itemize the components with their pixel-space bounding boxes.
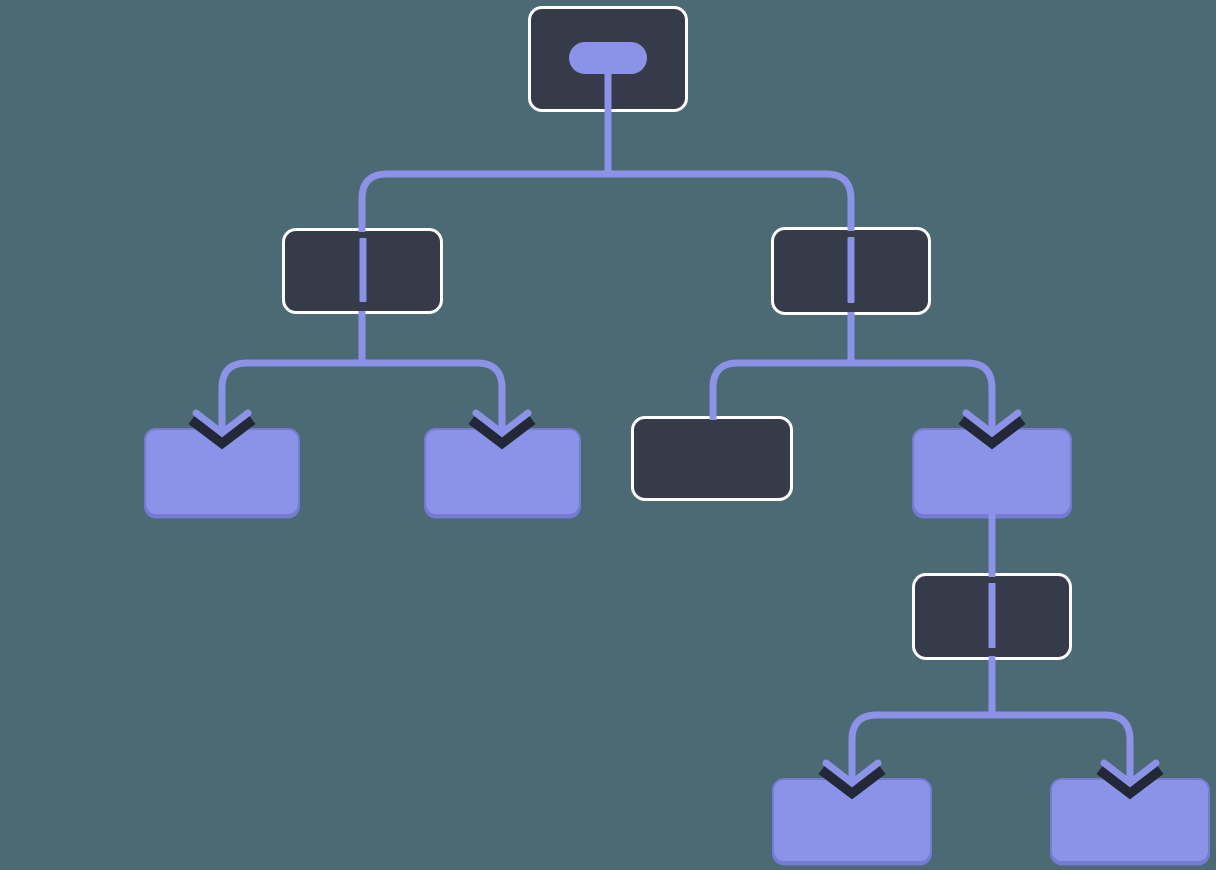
- connector-left-split: [218, 359, 506, 418]
- pill-stem-line: [604, 71, 612, 112]
- connector-bottom-split: [848, 711, 1134, 768]
- arrow-down-icon: [822, 742, 882, 788]
- connector-right-split: [709, 359, 996, 420]
- chevron-bold-icon: [958, 412, 1026, 450]
- node-branch-left[interactable]: [282, 228, 443, 314]
- arrow-down-icon: [962, 392, 1022, 438]
- vertical-bar-divider: [359, 238, 366, 302]
- arrowhead-leaf-bottom-left: [818, 742, 886, 800]
- arrow-down-icon: [1100, 742, 1160, 788]
- arrowhead-leaf-mid-left: [468, 392, 536, 450]
- arrowhead-leaf-bottom-right: [1096, 742, 1164, 800]
- node-branch-lower[interactable]: [912, 573, 1072, 660]
- arrow-down-icon: [472, 392, 532, 438]
- arrowhead-node-purple-right: [958, 392, 1026, 450]
- chevron-bold-icon: [1096, 762, 1164, 800]
- arrowhead-leaf-far-left: [188, 392, 256, 450]
- chevron-bold-icon: [468, 412, 536, 450]
- arrow-down-icon: [192, 392, 252, 438]
- pill-placeholder: [569, 42, 647, 74]
- vertical-bar-divider: [988, 583, 996, 648]
- chevron-bold-icon: [188, 412, 256, 450]
- vertical-bar-divider: [847, 237, 855, 303]
- connector-root-split: [358, 170, 855, 232]
- node-root[interactable]: [528, 6, 688, 112]
- chevron-bold-icon: [818, 762, 886, 800]
